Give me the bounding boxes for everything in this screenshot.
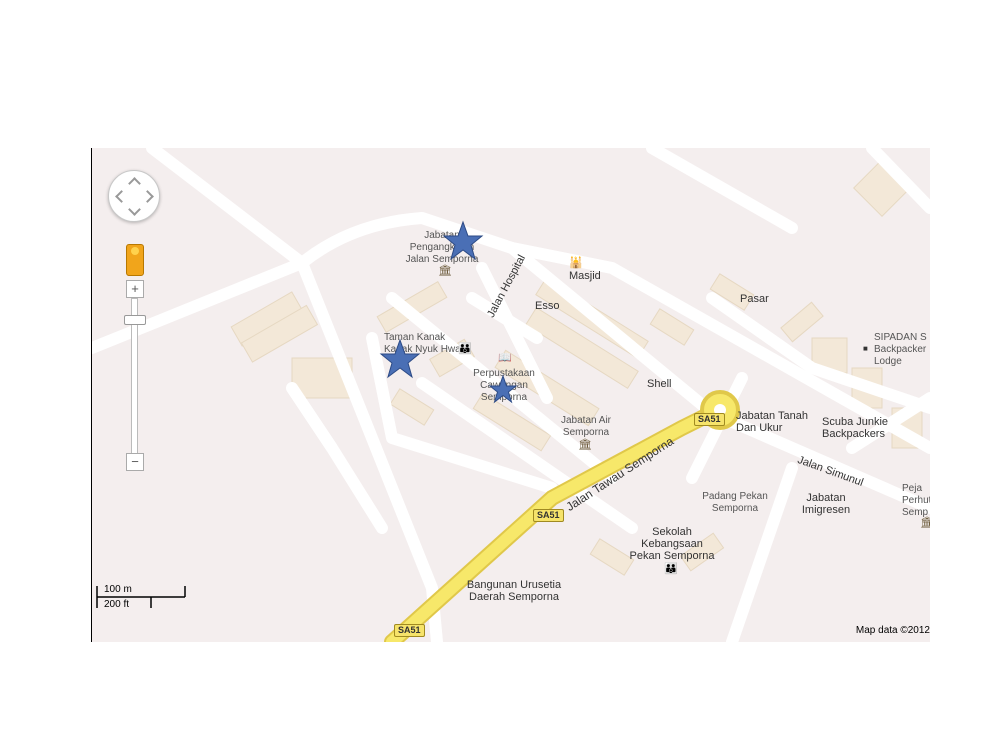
government-building-icon: 🏛 — [920, 517, 930, 529]
label-masjid: Masjid — [569, 270, 601, 282]
pan-control[interactable] — [108, 170, 160, 222]
lodging-icon: ■ — [863, 344, 868, 353]
map-attribution: Map data ©2012 — [855, 625, 930, 636]
label-sipadan: SIPADAN S Backpacker Lodge — [874, 332, 927, 367]
route-shield-sa51: SA51 — [533, 509, 564, 522]
label-taman-kanak: Taman Kanak Kanak Nyuk Hwa — [384, 332, 461, 355]
pan-down-icon[interactable] — [128, 203, 141, 216]
scale-metric-label: 100 m — [104, 584, 132, 595]
school-icon: 👪 — [664, 563, 678, 575]
street-view-pegman-icon[interactable] — [126, 244, 144, 276]
label-shell: Shell — [647, 378, 672, 390]
government-building-icon: 🏛 — [438, 265, 452, 277]
label-perpustakaan: Perpustakaan Cawangan Semporna — [473, 368, 535, 403]
label-padang-pekan: Padang Pekan Semporna — [702, 491, 768, 514]
label-bangunan-urusetia: Bangunan Urusetia Daerah Semporna — [466, 579, 562, 603]
pegman-head — [131, 247, 139, 255]
label-sekolah: Sekolah Kebangsaan Pekan Semporna — [629, 526, 715, 562]
map-canvas[interactable]: Jabatan Pengangkutan Jalan Semporna 🏛 🕌 … — [92, 148, 930, 642]
zoom-out-button[interactable]: − — [126, 453, 144, 471]
mosque-icon: 🕌 — [569, 257, 583, 269]
label-jabatan-tanah: Jabatan Tanah Dan Ukur — [736, 410, 808, 434]
route-shield-sa51: SA51 — [694, 413, 725, 426]
pan-right-icon[interactable] — [141, 190, 154, 203]
government-building-icon: 🏛 — [578, 439, 592, 451]
zoom-in-button[interactable]: + — [126, 280, 144, 298]
zoom-slider-thumb[interactable] — [124, 315, 146, 325]
label-pasar: Pasar — [740, 293, 769, 305]
library-icon: 📖 — [498, 352, 512, 364]
label-pejabat-perhutanan: Peja Perhut Semp — [902, 483, 930, 518]
scale-bar-lines — [96, 586, 186, 608]
scale-imperial-label: 200 ft — [104, 599, 130, 610]
label-scuba-junkie: Scuba Junkie Backpackers — [822, 416, 889, 440]
scale-bar: 100 m 200 ft — [96, 584, 186, 610]
route-shield-sa51: SA51 — [394, 624, 425, 637]
label-esso: Esso — [535, 300, 560, 312]
pan-up-icon[interactable] — [128, 177, 141, 190]
label-jabatan-pengangkutan: Jabatan Pengangkutan Jalan Semporna — [405, 230, 479, 265]
pan-left-icon[interactable] — [115, 190, 128, 203]
label-jabatan-air: Jabatan Air Semporna — [560, 415, 612, 438]
label-jabatan-imigresen: Jabatan Imigresen — [801, 492, 851, 516]
school-icon: 👪 — [458, 343, 472, 355]
